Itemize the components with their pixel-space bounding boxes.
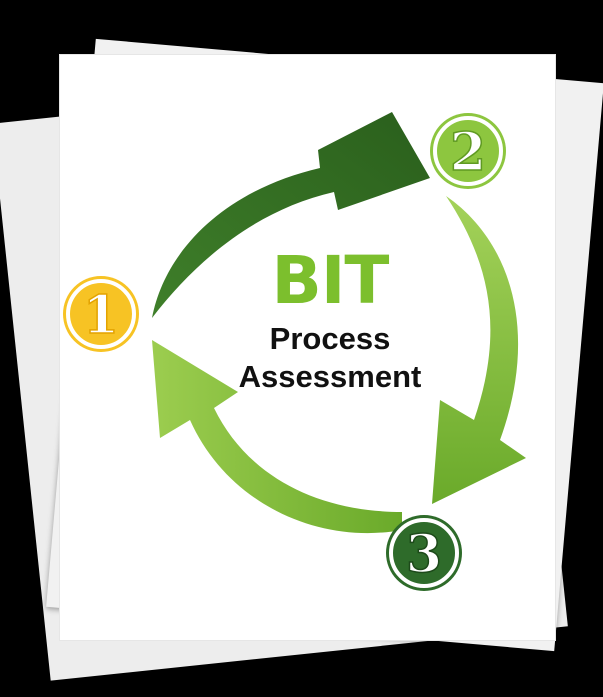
step-2-label: 2 [450,122,486,183]
arrow-step1-to-step2 [152,112,430,318]
step-1-label: 1 [83,285,119,346]
diagram-subtitle-line2: Assessment [238,359,422,394]
diagram-title: BIT [271,242,390,319]
arrow-step3-to-step1 [152,340,402,534]
step-2-badge: 2 [430,113,506,189]
step-1-badge: 1 [63,276,139,352]
step-3-label: 3 [406,524,442,585]
step-3-badge: 3 [386,515,462,591]
diagram-subtitle-line1: Process [269,321,391,356]
arrow-step2-to-step3 [432,196,526,504]
